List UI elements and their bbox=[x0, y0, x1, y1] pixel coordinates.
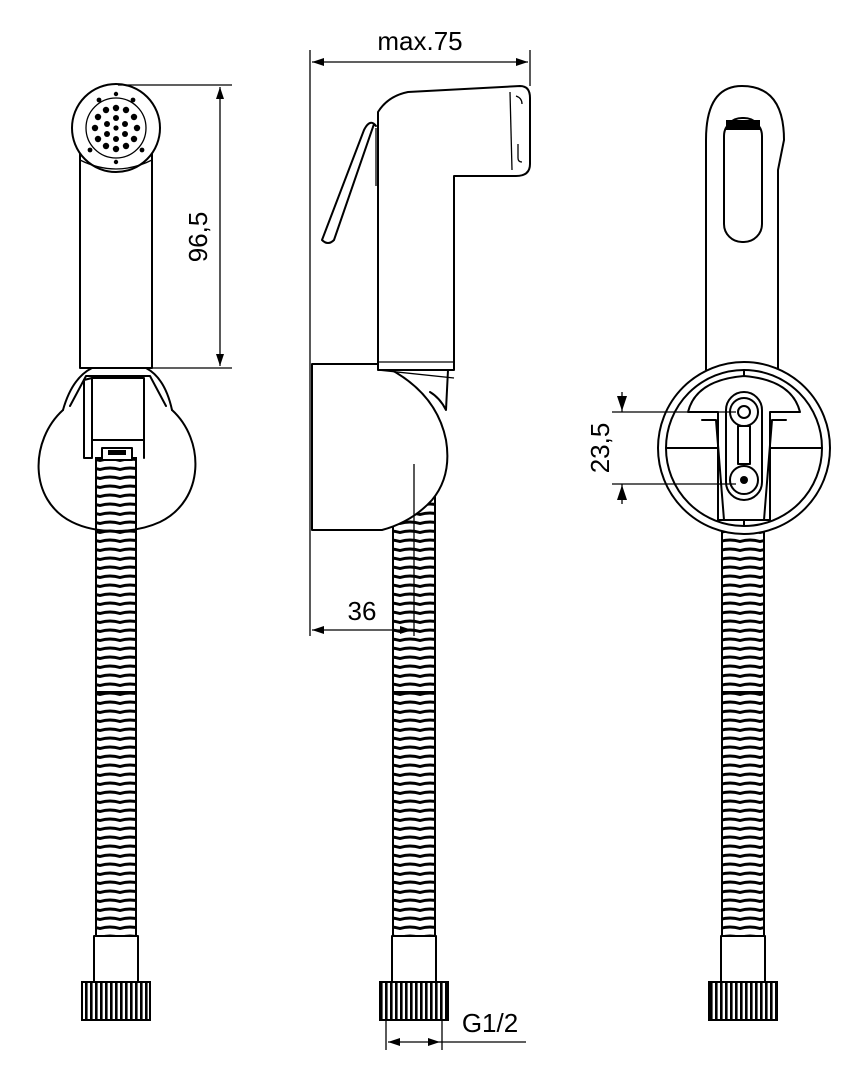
side-view bbox=[311, 85, 531, 1021]
dim-hole-spacing-label: 23,5 bbox=[585, 423, 615, 474]
dim-thread: G1/2 bbox=[385, 1008, 526, 1050]
front-hose bbox=[95, 457, 137, 937]
back-nut bbox=[708, 981, 778, 1021]
back-lever-slot bbox=[723, 117, 763, 243]
dim-hole-spacing: 23,5 bbox=[585, 392, 736, 504]
back-view bbox=[657, 85, 831, 1021]
side-trigger-lever bbox=[321, 121, 377, 244]
back-connector bbox=[720, 935, 766, 983]
side-connector bbox=[391, 935, 437, 983]
dim-height: 96,5 bbox=[118, 84, 232, 369]
dim-height-label: 96,5 bbox=[183, 212, 213, 263]
dim-projection-label: 36 bbox=[348, 596, 377, 626]
front-handle bbox=[79, 138, 153, 369]
front-nut bbox=[81, 981, 151, 1021]
side-holder bbox=[311, 363, 449, 531]
dim-max-width: max.75 bbox=[309, 26, 531, 636]
side-handle bbox=[377, 85, 531, 371]
front-connector bbox=[93, 935, 139, 983]
dim-projection: 36 bbox=[312, 464, 415, 636]
front-holder-disk bbox=[37, 409, 197, 532]
back-hose bbox=[721, 529, 765, 937]
dim-max-width-label: max.75 bbox=[377, 26, 462, 56]
side-nut bbox=[379, 981, 449, 1021]
front-view bbox=[37, 83, 197, 1021]
dim-thread-label: G1/2 bbox=[462, 1008, 518, 1038]
spray-holes bbox=[87, 91, 145, 165]
